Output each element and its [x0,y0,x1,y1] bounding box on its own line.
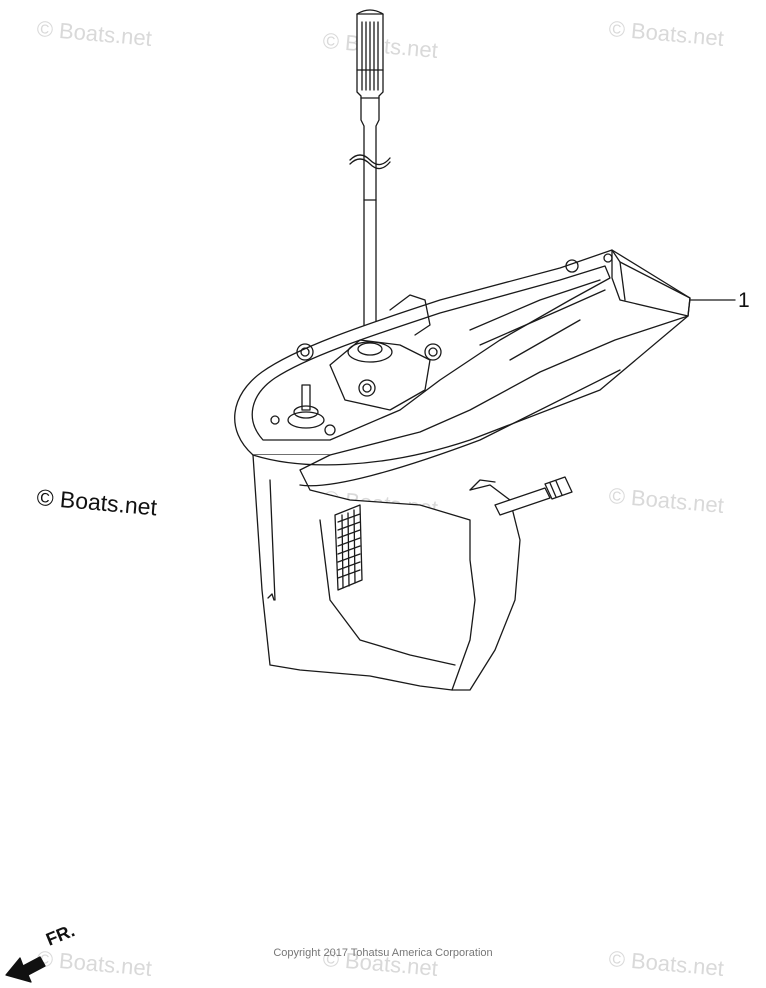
front-direction-arrow-icon [5,956,46,983]
drive-shaft [349,9,391,341]
gear-case-body [234,249,691,691]
propeller-shaft [494,476,573,516]
callout-number: 1 [738,289,750,312]
copyright-notice: Copyright 2017 Tohatsu America Corporati… [273,947,493,959]
